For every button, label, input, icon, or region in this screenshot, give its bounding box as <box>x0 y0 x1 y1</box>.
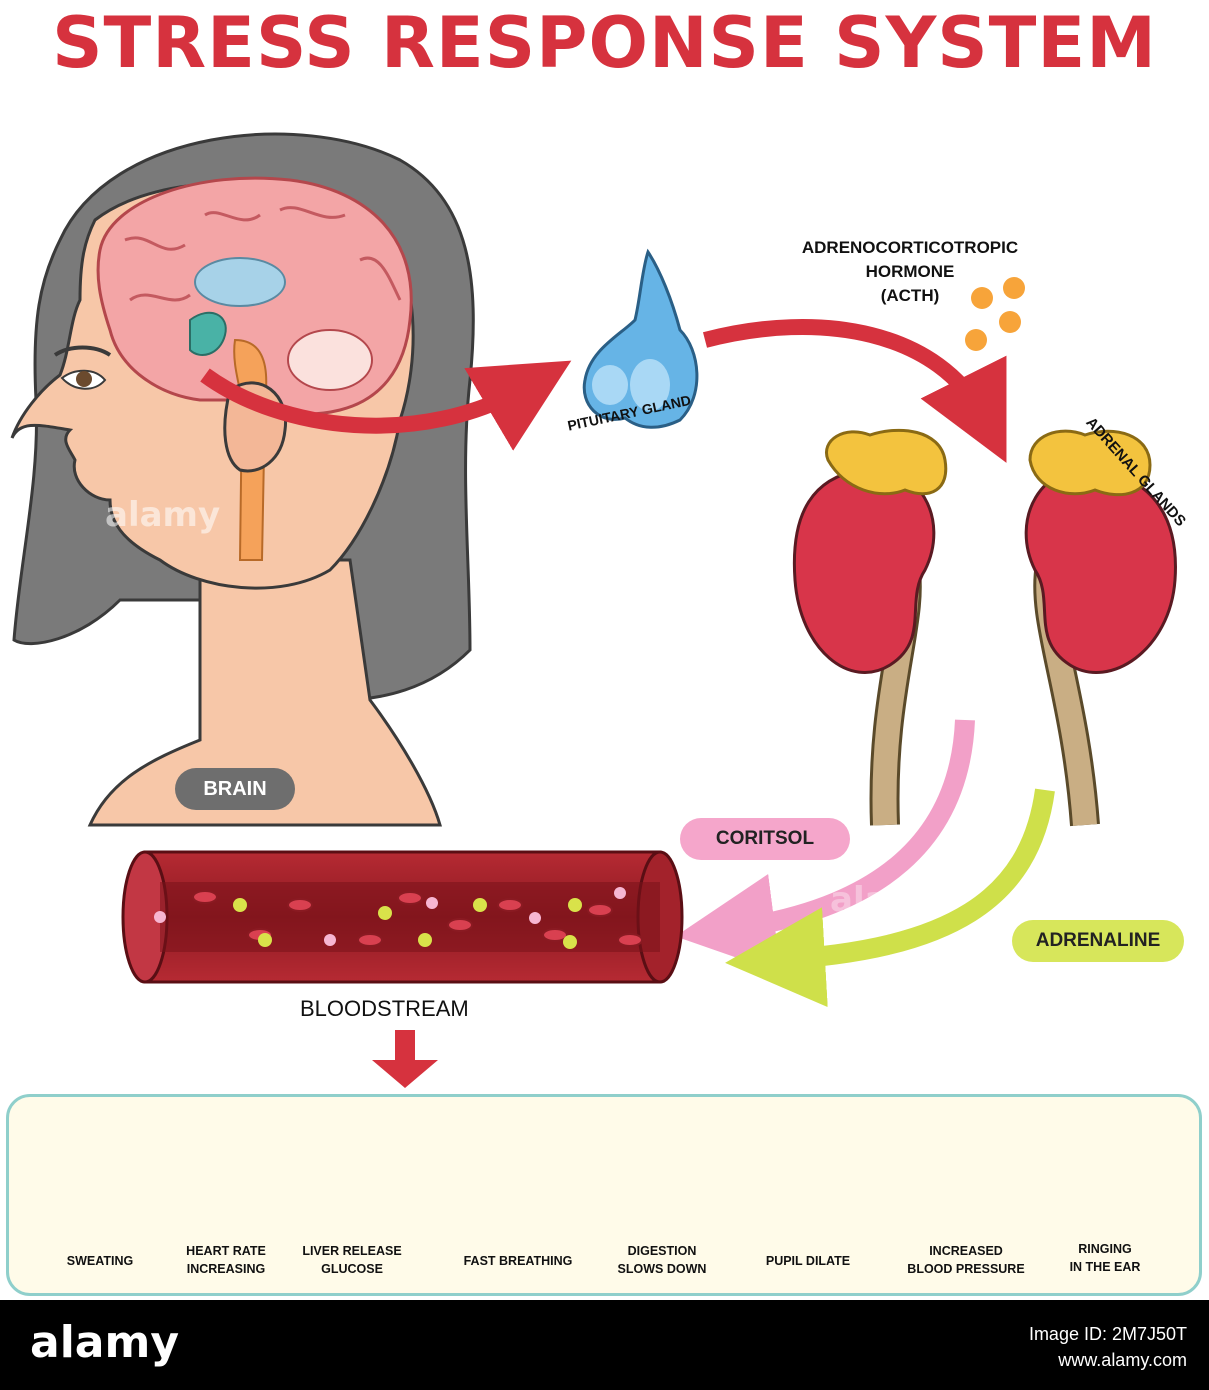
head-illustration <box>10 132 475 827</box>
cerebellum <box>287 329 373 391</box>
effect-label-liver: LIVER RELEASE GLUCOSE <box>292 1242 412 1278</box>
acth-label-line3: (ACTH) <box>880 286 940 305</box>
acth-label-line2: HORMONE <box>865 262 955 281</box>
hypothalamus <box>189 311 227 356</box>
footer-bar <box>0 1300 1209 1390</box>
acth-label-line1: ADRENOCORTICOTROPIC <box>801 238 1019 257</box>
effect-label-blood-pressure: INCREASED BLOOD PRESSURE <box>906 1242 1026 1278</box>
effect-line1: PUPIL DILATE <box>765 1254 851 1268</box>
acth-label: ADRENOCORTICOTROPIC HORMONE (ACTH) <box>785 236 1035 308</box>
effect-label-breathing: FAST BREATHING <box>458 1252 578 1270</box>
bloodstream-label: BLOODSTREAM <box>300 996 469 1021</box>
footer-logo: alamy <box>30 1317 179 1368</box>
effect-label-pupil: PUPIL DILATE <box>748 1252 868 1270</box>
effect-line1: LIVER RELEASE <box>302 1244 402 1258</box>
footer-site: www.alamy.com <box>1058 1350 1187 1370</box>
page-title: STRESS RESPONSE SYSTEM <box>52 2 1157 84</box>
footer-image-id: Image ID: 2M7J50T <box>1028 1324 1187 1344</box>
watermark: alamy <box>830 880 946 920</box>
effect-line2: SLOWS DOWN <box>617 1262 707 1276</box>
effect-label-digestion: DIGESTION SLOWS DOWN <box>602 1242 722 1278</box>
brain-pill: BRAIN <box>175 768 295 810</box>
effect-label-heart-rate: HEART RATE INCREASING <box>166 1242 286 1278</box>
effect-line2: GLUCOSE <box>321 1262 383 1276</box>
effect-label-ringing: RINGING IN THE EAR <box>1045 1240 1165 1276</box>
arrow-adrenaline <box>725 788 1055 1008</box>
kidney-right <box>1024 429 1177 827</box>
adrenaline-pill: ADRENALINE <box>1012 920 1184 962</box>
effect-line2: INCREASING <box>186 1262 266 1276</box>
arrow-bloodstream-down <box>372 1030 438 1088</box>
arrow-brain-to-pituitary <box>200 360 572 451</box>
neck <box>87 558 442 827</box>
effect-line1: DIGESTION <box>627 1244 697 1258</box>
watermark: alamy <box>105 495 221 535</box>
effect-line1: FAST BREATHING <box>463 1254 573 1268</box>
pituitary-gland-illustration <box>582 248 699 429</box>
arrow-pituitary-to-adrenal <box>702 319 1007 463</box>
kidney-left <box>792 428 948 826</box>
acth-molecules <box>965 277 1025 351</box>
ventricle <box>194 257 286 307</box>
effect-line2: IN THE EAR <box>1069 1260 1141 1274</box>
effect-line1: HEART RATE <box>186 1244 266 1258</box>
cortisol-pill: CORITSOL <box>680 818 850 860</box>
effect-line1: INCREASED <box>929 1244 1003 1258</box>
effect-line1: SWEATING <box>66 1254 134 1268</box>
effect-label-sweating: SWEATING <box>40 1252 160 1270</box>
effect-line2: BLOOD PRESSURE <box>907 1262 1025 1276</box>
effect-line1: RINGING <box>1078 1242 1132 1256</box>
effects-panel <box>6 1094 1202 1296</box>
blood-vessel <box>121 850 684 984</box>
